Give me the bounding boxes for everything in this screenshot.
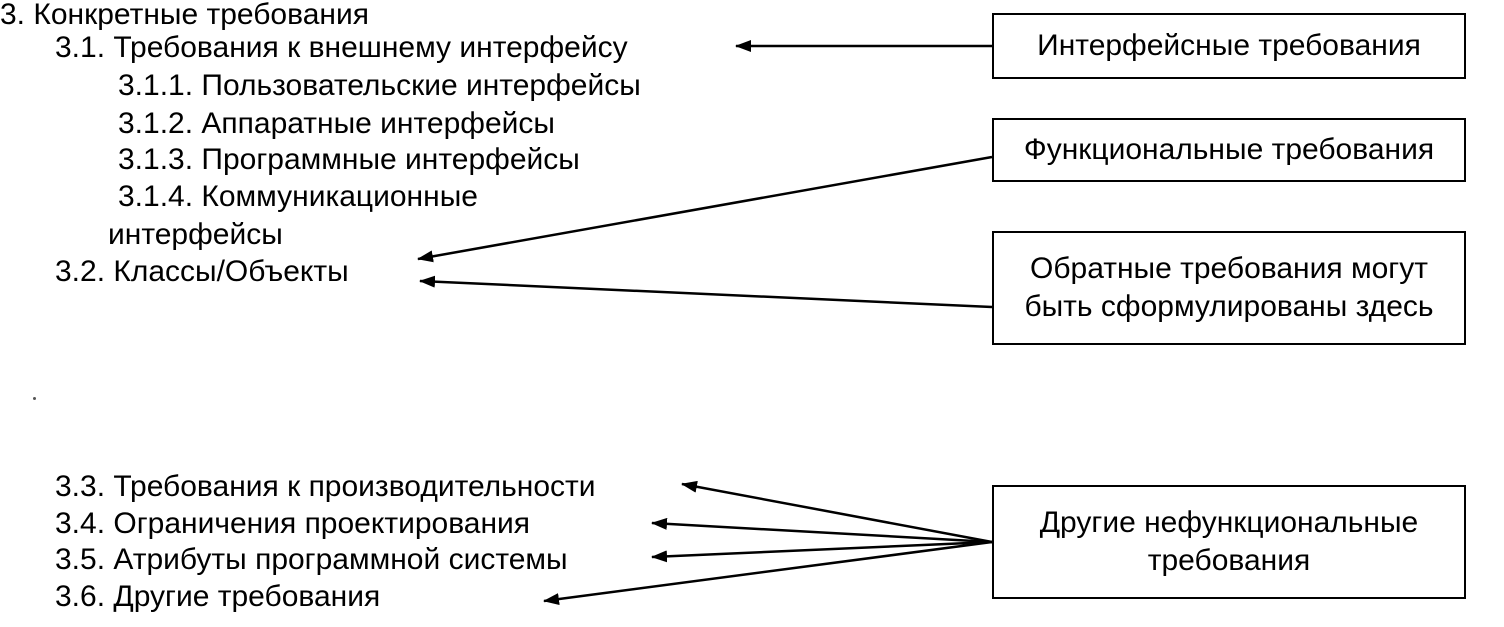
interface-requirements-label: Интерфейсные требования	[1037, 29, 1421, 62]
arrow-inverse-to-3-2	[419, 275, 993, 309]
outline-item-3-1: 3.1. Требования к внешнему интерфейсу	[55, 31, 628, 64]
functional-requirements-box: Функциональные требования	[992, 118, 1466, 182]
outline-item-3-2: 3.2. Классы/Объекты	[55, 255, 349, 288]
arrow-nonfunctional-to-3-3	[681, 480, 993, 544]
outline-item-3-3: 3.3. Требования к производительности	[55, 470, 596, 503]
outline-item-3-5: 3.5. Атрибуты программной системы	[55, 543, 568, 576]
outline-item-3-1-2: 3.1.2. Аппаратные интерфейсы	[118, 107, 555, 140]
outline-item-3-1-3: 3.1.3. Программные интерфейсы	[118, 143, 580, 176]
outline-item-3-6: 3.6. Другие требования	[55, 580, 381, 613]
outline-item-3-1-4: 3.1.4. Коммуникационные	[118, 180, 478, 213]
interface-requirements-box: Интерфейсные требования	[992, 13, 1466, 79]
nonfunctional-requirements-label-line2: требования	[1147, 544, 1311, 577]
inverse-requirements-label-line1: Обратные требования могут	[1030, 252, 1428, 285]
arrow-nonfunctional-to-3-4	[651, 517, 993, 544]
inverse-requirements-label-line2: быть сформулированы здесь	[1024, 290, 1434, 323]
outline-section-3: 3. Конкретные требования	[0, 0, 369, 31]
inverse-requirements-box: Обратные требования могут быть сформулир…	[992, 231, 1466, 345]
functional-requirements-label: Функциональные требования	[1023, 133, 1435, 166]
outline-item-3-1-1: 3.1.1. Пользовательские интерфейсы	[118, 69, 641, 102]
outline-item-3-1-4-continuation: интерфейсы	[108, 218, 283, 251]
arrow-nonfunctional-to-3-6	[543, 540, 993, 605]
speck-mark	[33, 397, 36, 400]
arrow-nonfunctional-to-3-5	[651, 540, 993, 563]
arrow-functional-to-3-2	[417, 155, 993, 263]
nonfunctional-requirements-label-line1: Другие нефункциональные	[1039, 506, 1419, 539]
outline-item-3-4: 3.4. Ограничения проектирования	[55, 507, 531, 540]
nonfunctional-requirements-box: Другие нефункциональные требования	[992, 485, 1466, 599]
